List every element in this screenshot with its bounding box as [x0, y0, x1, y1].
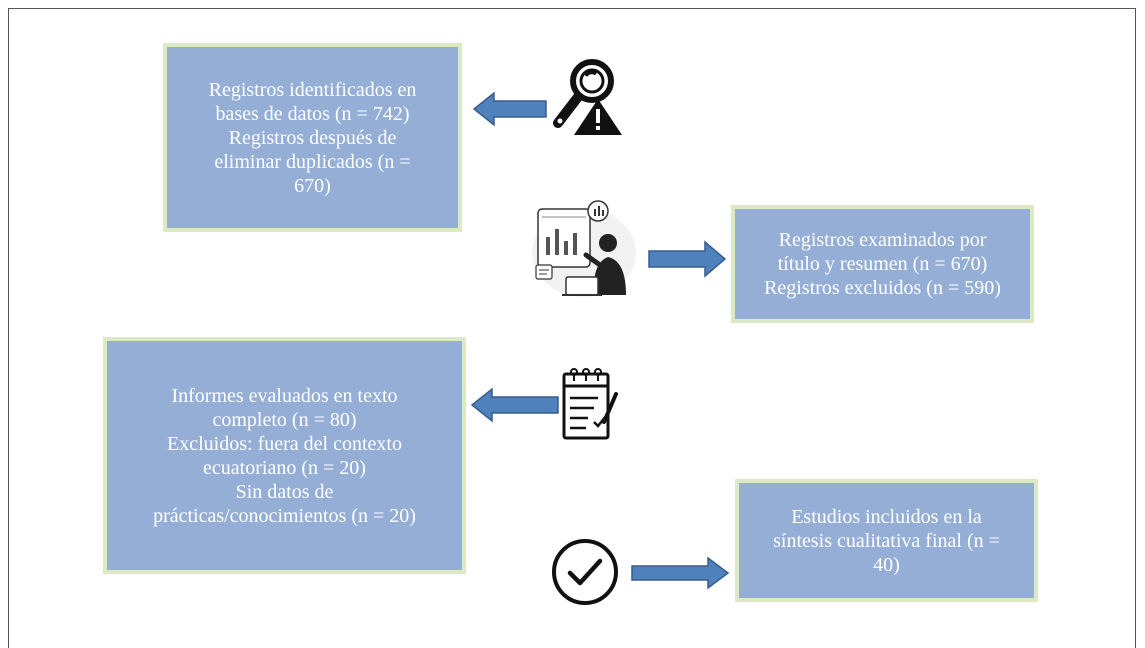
check-circle-icon: [552, 539, 618, 605]
eligibility-box: Informes evaluados en texto completo (n …: [103, 337, 466, 574]
eligibility-line-1: Informes evaluados en texto: [171, 384, 398, 407]
arrow-right-2: [631, 556, 730, 590]
identification-box: Registros identificados en bases de dato…: [163, 43, 462, 232]
search-warning-icon: [553, 59, 622, 135]
eligibility-line-6: prácticas/conocimientos (n = 20): [153, 504, 416, 527]
screening-box: Registros examinados por título y resume…: [731, 205, 1034, 323]
arrow-left-2: [470, 387, 559, 423]
screening-line-2: título y resumen (n = 670): [777, 253, 988, 275]
screening-line-3: Registros excluidos (n = 590): [764, 277, 1001, 299]
included-line-3: 40): [873, 553, 900, 576]
arrow-right-1: [648, 240, 727, 278]
eligibility-line-2: completo (n = 80): [212, 408, 357, 431]
eligibility-line-3: Excluidos: fuera del contexto: [167, 432, 402, 455]
identification-line-1: Registros identificados en: [208, 78, 417, 101]
included-box: Estudios incluidos en la síntesis cualit…: [735, 479, 1038, 602]
identification-line-5: 670): [294, 174, 331, 197]
included-line-1: Estudios incluidos en la: [791, 505, 982, 528]
screening-line-1: Registros examinados por: [778, 229, 987, 251]
clipboard-checklist-icon: [562, 368, 618, 440]
eligibility-line-5: Sin datos de: [235, 480, 334, 503]
identification-line-4: eliminar duplicados (n =: [214, 150, 411, 173]
included-line-2: síntesis cualitativa final (n =: [773, 529, 1000, 552]
analyst-person-icon: [532, 200, 636, 297]
arrow-left-1: [472, 91, 547, 127]
eligibility-line-4: ecuatoriano (n = 20): [203, 456, 366, 479]
identification-line-2: bases de datos (n = 742): [215, 102, 410, 125]
diagram-frame: [8, 8, 1136, 648]
identification-line-3: Registros después de: [228, 126, 397, 149]
